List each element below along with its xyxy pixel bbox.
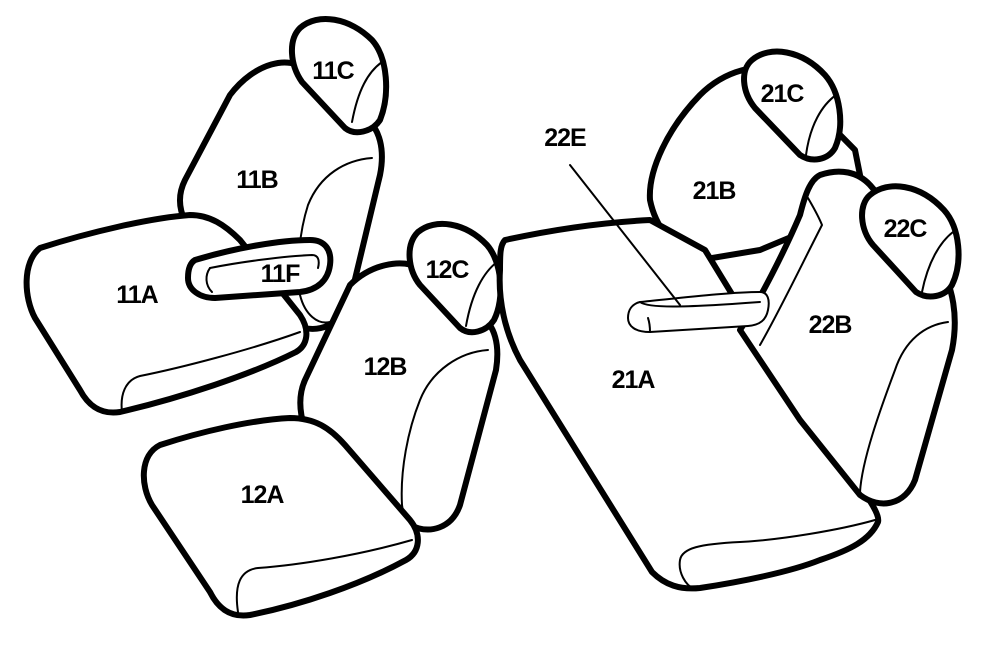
front-seat-left	[23, 15, 390, 416]
part-22c-side	[921, 231, 954, 293]
part-11c-headrest	[289, 15, 390, 136]
label-22b: 22B	[809, 311, 852, 339]
part-21a-cushion	[496, 217, 882, 592]
part-22e-armrest	[627, 291, 770, 333]
part-12a-cushion	[140, 415, 421, 619]
label-21a: 21A	[612, 366, 656, 394]
label-21b: 21B	[693, 177, 736, 205]
label-11f: 11F	[261, 260, 300, 288]
label-21c: 21C	[761, 80, 805, 108]
label-11b: 11B	[236, 166, 277, 194]
leader-line-22e	[569, 164, 681, 306]
part-11c-side	[351, 61, 383, 123]
part-22c-headrest	[859, 183, 962, 300]
label-12a: 12A	[241, 481, 285, 509]
label-12c: 12C	[426, 256, 470, 284]
part-12c-side	[465, 261, 498, 327]
part-22b-side-panel	[859, 321, 949, 493]
front-seat-right	[140, 220, 504, 619]
part-12c-headrest	[406, 220, 504, 336]
part-21a-front-band	[678, 519, 876, 591]
part-21c-side	[805, 94, 837, 156]
label-12b: 12B	[364, 353, 407, 381]
rear-bench	[496, 48, 962, 592]
part-12a-front-band	[235, 539, 413, 613]
part-11a-front-band	[120, 331, 301, 413]
part-22b-center-panel	[759, 197, 823, 346]
label-11a: 11A	[116, 281, 158, 309]
part-21c-headrest	[741, 48, 844, 163]
label-22c: 22C	[884, 215, 928, 243]
part-11f-armrest	[185, 237, 334, 301]
label-11c: 11C	[312, 57, 354, 85]
label-22e: 22E	[544, 124, 586, 152]
